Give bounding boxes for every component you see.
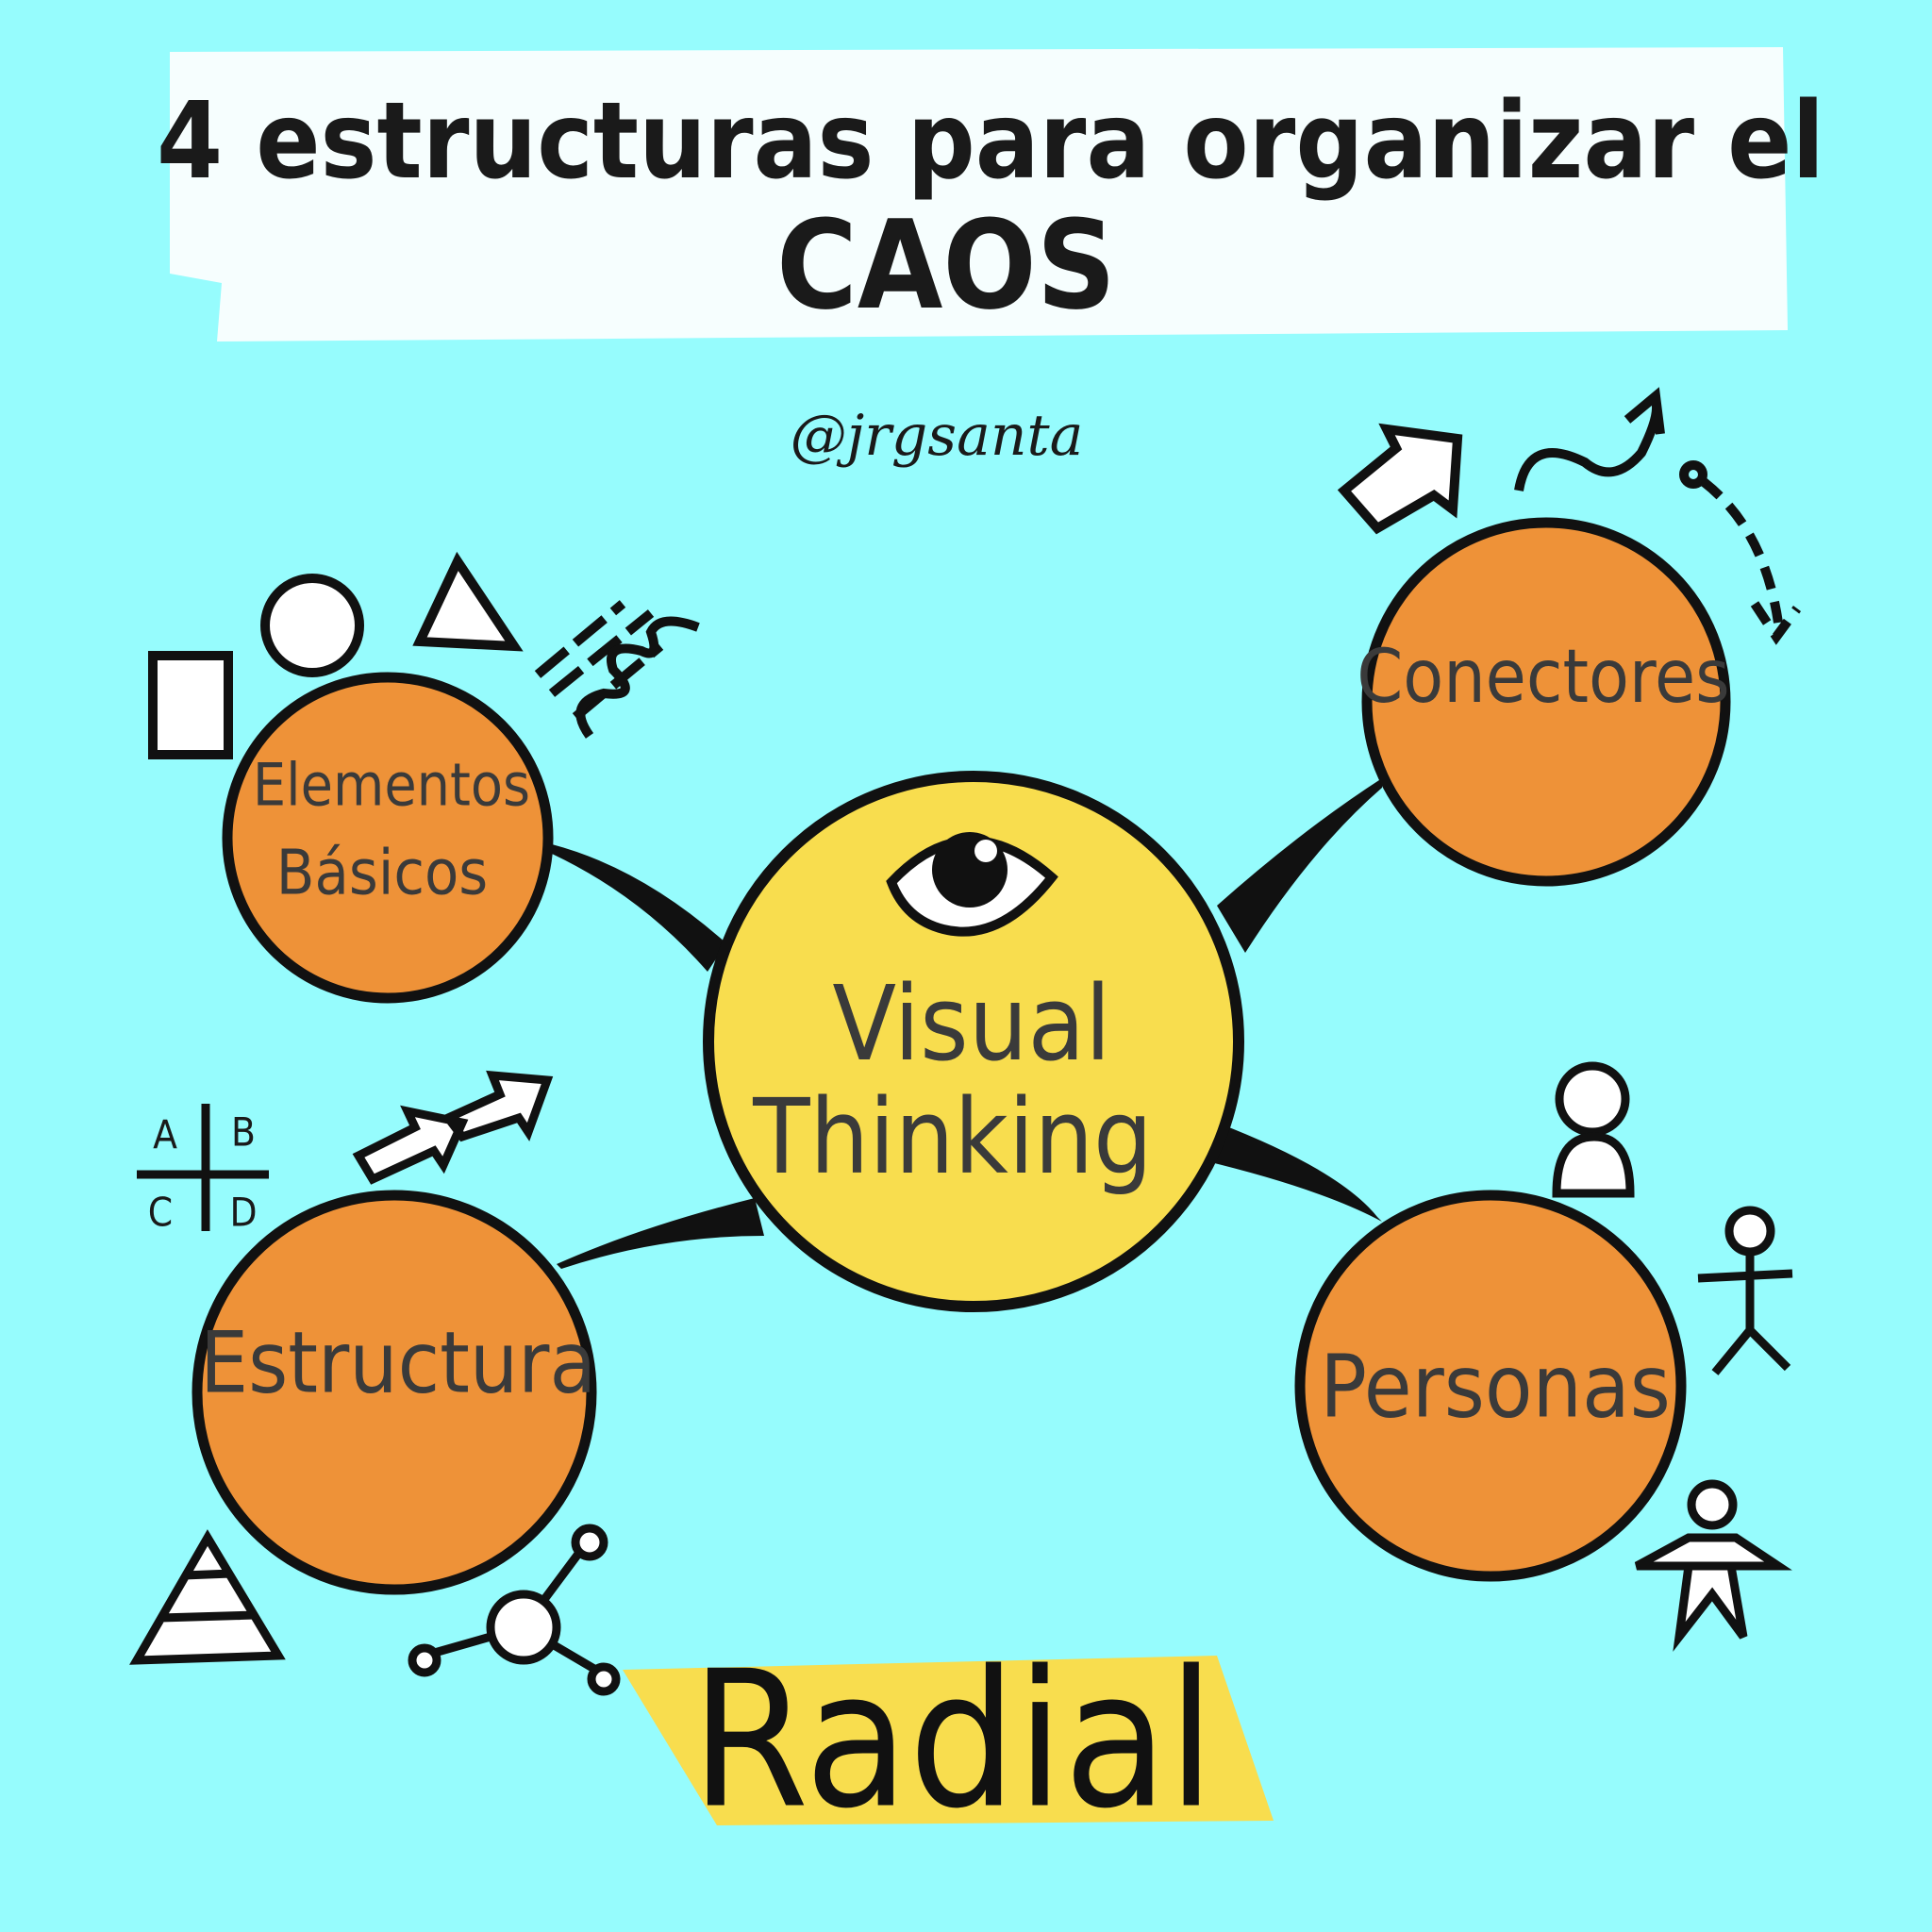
square-icon: [148, 651, 233, 759]
star-person-icon: [1634, 1479, 1792, 1652]
eye-icon: [886, 832, 1058, 937]
triangle-icon: [412, 551, 524, 652]
dashed-arrow-icon: [1699, 477, 1802, 645]
quadrant-icon: [137, 1104, 269, 1231]
elementos-circle: [222, 672, 554, 1004]
smiley-person-icon: [1552, 1061, 1635, 1198]
connector-elementos: [552, 844, 726, 972]
footer-banner: [623, 1656, 1274, 1825]
stick-figure-icon: [1697, 1206, 1793, 1375]
footer-label: Radial: [691, 1630, 1215, 1851]
center-label-line-2: Thinking: [753, 1076, 1153, 1197]
quadrant-letter-c: C: [147, 1189, 174, 1236]
title-line-2: CAOS: [776, 193, 1116, 337]
block-arrow-icon: [1337, 423, 1463, 535]
connector-personas: [1203, 1123, 1382, 1222]
node-personas: Personas: [1320, 1336, 1671, 1438]
signature: @jrgsanta: [790, 403, 1084, 469]
radial-icon: [408, 1524, 621, 1696]
node-elementos-line-2: Básicos: [275, 836, 489, 909]
center-circle: [703, 771, 1244, 1312]
double-arrow-icon: [352, 1070, 554, 1185]
quadrant-letter-d: D: [229, 1189, 258, 1236]
quadrant-letter-b: B: [231, 1108, 256, 1156]
personas-circle: [1294, 1190, 1687, 1582]
center-label-line-1: Visual: [832, 963, 1111, 1084]
people-icons: [1552, 1061, 1793, 1652]
node-estructura: Estructura: [199, 1313, 597, 1413]
node-elementos-line-1: Elementos: [252, 750, 531, 820]
squiggle-arrow-icon: [1514, 387, 1665, 491]
connector-estructura: [557, 1198, 764, 1269]
lines-icon: [534, 600, 664, 721]
title-banner: [170, 47, 1788, 341]
circle-icon: [260, 574, 364, 677]
basic-shapes-icons: [148, 551, 700, 759]
pyramid-icon: [129, 1529, 286, 1665]
connector-icons: [1337, 387, 1802, 645]
wave-icon: [575, 616, 700, 739]
structure-icons: [129, 1070, 621, 1696]
conectores-circle: [1361, 517, 1731, 887]
quadrant-letter-a: A: [153, 1111, 177, 1158]
estructura-circle: [192, 1190, 597, 1595]
connector-conectores: [1217, 778, 1382, 953]
node-conectores: Conectores: [1357, 635, 1730, 720]
title-line-1: 4 estructuras para organizar el: [157, 80, 1824, 203]
